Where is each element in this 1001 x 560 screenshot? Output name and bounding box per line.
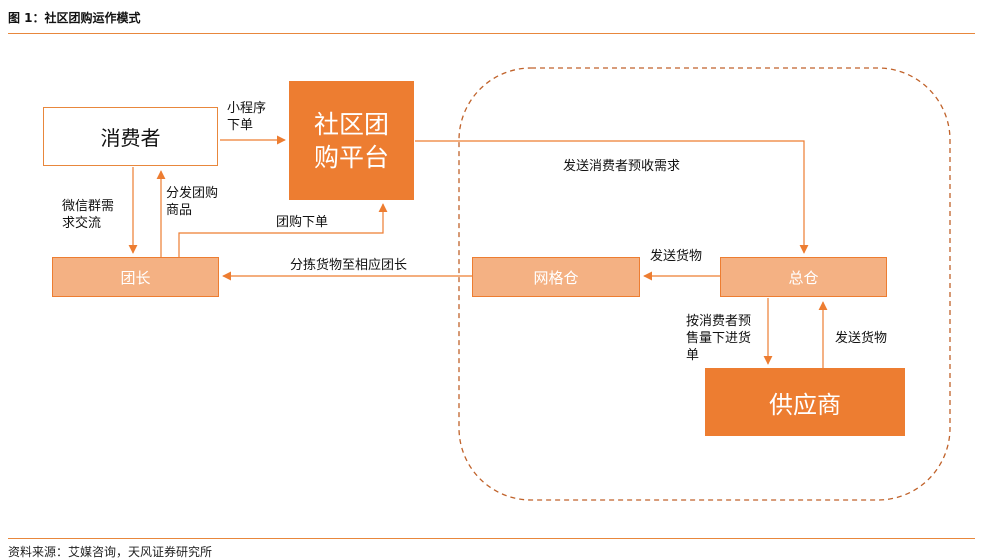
- warehouse-zone-boundary: [458, 67, 951, 501]
- bottom-divider: [8, 538, 975, 539]
- label-consumer-to-platform-line1: 小程序: [227, 101, 267, 116]
- node-consumer: 消费者: [43, 107, 218, 166]
- node-platform: 社区团 购平台: [289, 81, 414, 200]
- label-warehouse-to-supplier: 按消费者预 售量下进货 单: [686, 313, 751, 364]
- node-supplier: 供应商: [705, 368, 905, 436]
- label-warehouse-to-supplier-line2: 售量下进货: [686, 331, 752, 346]
- label-leader-to-consumer-line1: 分发团购: [166, 186, 219, 201]
- top-divider: [8, 33, 975, 34]
- label-consumer-to-platform: 小程序 下单: [227, 100, 266, 134]
- label-warehouse-to-supplier-line3: 单: [686, 348, 700, 363]
- source-note: 资料来源：艾媒咨询，天风证券研究所: [8, 545, 213, 559]
- label-leader-to-consumer: 分发团购 商品: [166, 185, 218, 219]
- label-supplier-to-warehouse: 发送货物: [835, 331, 888, 346]
- label-consumer-to-leader-line2: 求交流: [62, 216, 102, 231]
- arrow-leader-to-platform: [178, 203, 388, 257]
- node-platform-line1: 社区团: [313, 109, 389, 139]
- label-leader-to-platform: 团购下单: [276, 215, 329, 230]
- label-warehouse-to-grid: 发送货物: [650, 249, 703, 264]
- label-consumer-to-leader: 微信群需 求交流: [62, 198, 114, 232]
- label-consumer-to-platform-line2: 下单: [227, 118, 254, 133]
- label-consumer-to-leader-line1: 微信群需: [62, 199, 115, 214]
- figure-title: 图 1：社区团购运作模式: [8, 11, 141, 25]
- label-leader-to-consumer-line2: 商品: [166, 203, 193, 218]
- node-central-warehouse: 总仓: [720, 257, 887, 297]
- label-platform-to-warehouse: 发送消费者预收需求: [563, 159, 681, 174]
- arrow-platform-to-warehouse: [415, 140, 809, 254]
- label-grid-to-leader: 分拣货物至相应团长: [290, 258, 408, 273]
- node-grid-warehouse: 网格仓: [472, 257, 640, 297]
- label-warehouse-to-supplier-line1: 按消费者预: [686, 314, 752, 329]
- node-platform-line2: 购平台: [313, 142, 389, 172]
- node-leader: 团长: [52, 257, 219, 297]
